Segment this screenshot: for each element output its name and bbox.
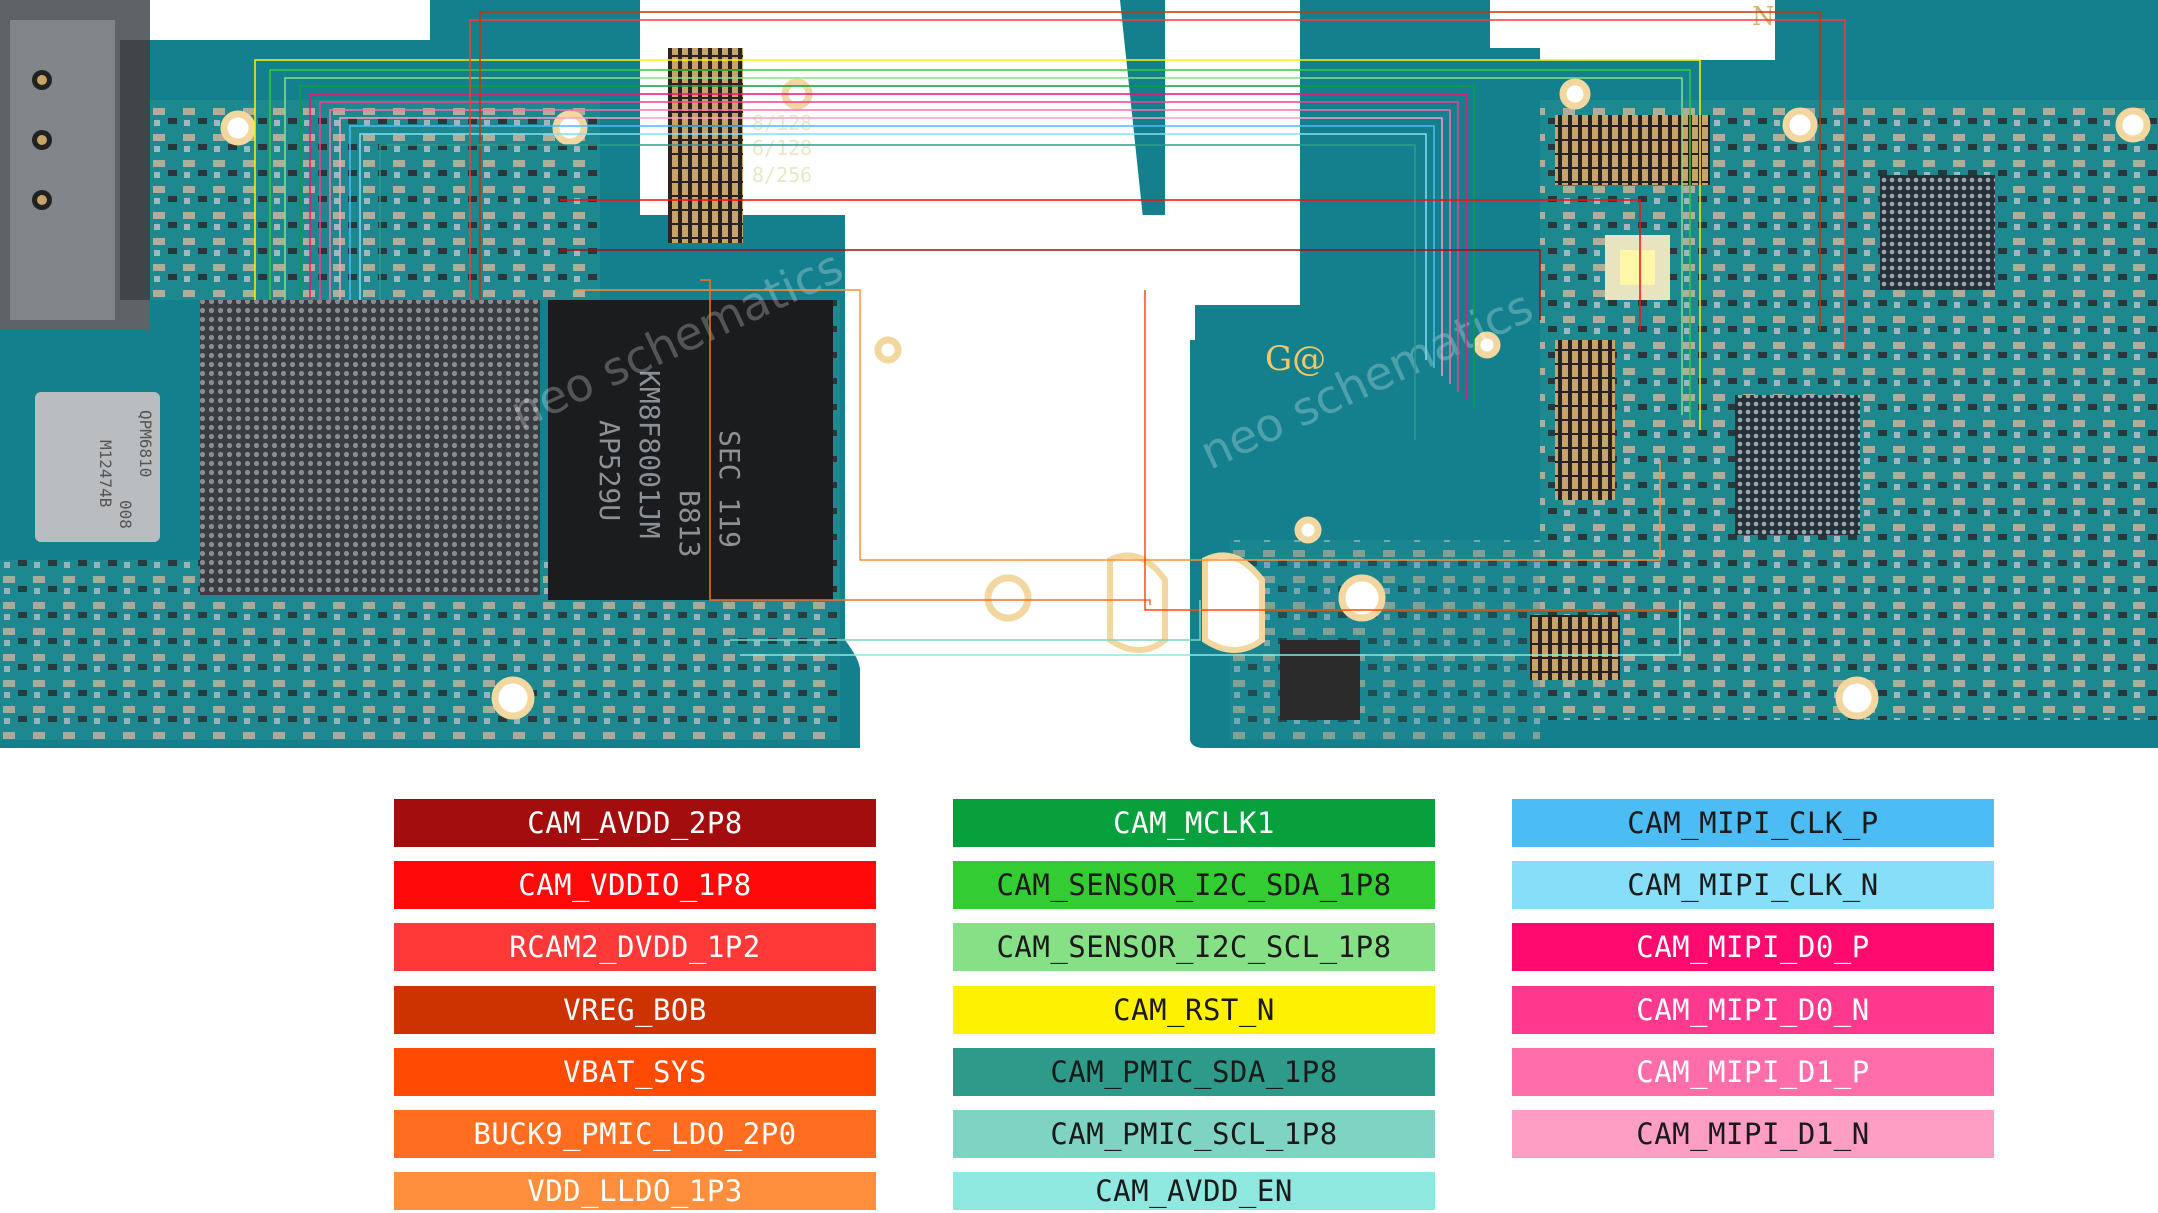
legend-item: CAM_MIPI_D0_N	[1512, 986, 1994, 1034]
legend-item: CAM_PMIC_SDA_1P8	[953, 1048, 1435, 1096]
memory-chip-line: B813	[673, 490, 706, 557]
legend-item: CAM_MIPI_D1_P	[1512, 1048, 1994, 1096]
pa-module: QPM6810 008 M12474B	[35, 392, 160, 542]
legend-item: CAM_MIPI_D1_N	[1512, 1110, 1994, 1158]
legend-item: CAM_AVDD_2P8	[394, 799, 876, 847]
legend-item: CAM_RST_N	[953, 986, 1435, 1034]
legend-item: CAM_VDDIO_1P8	[394, 861, 876, 909]
legend-item: VDD_LLDO_1P3	[394, 1172, 876, 1210]
memory-variant-labels: 8/128 6/128 8/256	[752, 111, 812, 187]
legend-item: CAM_MIPI_CLK_N	[1512, 861, 1994, 909]
legend-item: CAM_MCLK1	[953, 799, 1435, 847]
memory-chip-line: AP529U	[593, 420, 626, 521]
corner-letter: N	[1752, 2, 1775, 32]
soc-bga	[200, 300, 540, 595]
legend-item: RCAM2_DVDD_1P2	[394, 923, 876, 971]
right-small-connector	[1530, 615, 1620, 680]
pa-module-line: 008	[116, 500, 135, 529]
right-bga	[1880, 175, 1995, 290]
memory-chip-line: KM8F8001JM	[633, 370, 666, 539]
legend-item: BUCK9_PMIC_LDO_2P0	[394, 1110, 876, 1158]
right-bga-2	[1735, 395, 1860, 535]
mounting-holes	[220, 78, 2151, 720]
legend-item: CAM_SENSOR_I2C_SCL_1P8	[953, 923, 1435, 971]
legend-item: CAM_MIPI_CLK_P	[1512, 799, 1994, 847]
legend-item: VREG_BOB	[394, 986, 876, 1034]
legend-item: CAM_AVDD_EN	[953, 1172, 1435, 1210]
legend-item: CAM_SENSOR_I2C_SDA_1P8	[953, 861, 1435, 909]
signal-traces	[254, 11, 1846, 656]
camera-connector-top	[1555, 115, 1710, 185]
pa-module-line: M12474B	[96, 440, 115, 507]
legend-item: CAM_MIPI_D0_P	[1512, 923, 1994, 971]
memory-variant: 6/128	[752, 136, 812, 160]
memory-chip-line: SEC 119	[713, 430, 746, 548]
camera-connector	[1555, 340, 1615, 500]
memory-variant: 8/128	[752, 111, 812, 135]
legend-item: VBAT_SYS	[394, 1048, 876, 1096]
legend-item: CAM_PMIC_SCL_1P8	[953, 1110, 1435, 1158]
pa-module-line: QPM6810	[136, 410, 155, 477]
board-logo: G@	[1265, 339, 1326, 379]
memory-chip: SEC 119 B813 KM8F8001JM AP529U	[548, 300, 833, 600]
pcb-board: SEC 119 B813 KM8F8001JM AP529U QPM6810 0…	[0, 0, 2158, 748]
memory-variant: 8/256	[752, 163, 812, 187]
